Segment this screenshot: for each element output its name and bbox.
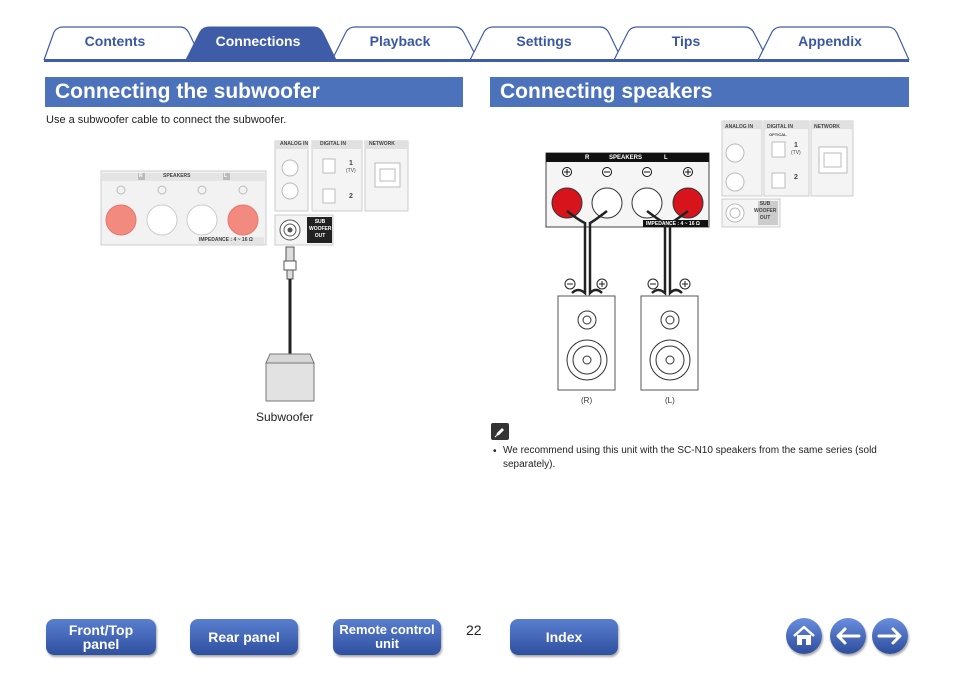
right-out-label: OUT (759, 215, 771, 221)
front-top-panel-line2: panel (82, 636, 120, 652)
home-button[interactable] (786, 618, 822, 654)
left-input-2-label: 2 (349, 193, 353, 200)
tab-shape-settings (469, 26, 623, 61)
tab-appendix[interactable]: Appendix (798, 33, 862, 49)
subwoofer-label: Subwoofer (256, 410, 314, 424)
forward-arrow-icon (877, 627, 902, 645)
index-button[interactable]: Index (510, 619, 618, 655)
forward-button[interactable] (872, 618, 908, 654)
right-sub-label: SUB (759, 201, 771, 207)
left-digital-in-label: DIGITAL IN (320, 141, 346, 147)
terminal-r-minus (146, 204, 178, 236)
tab-settings[interactable]: Settings (516, 33, 572, 49)
front-top-panel-line1: Front/Top (68, 622, 134, 638)
right-digital-in-label: DIGITAL IN (767, 124, 793, 130)
terminal-l-plus (227, 204, 259, 236)
note-text: We recommend using this unit with the SC… (503, 445, 877, 470)
pencil-note-icon (491, 423, 509, 440)
terminal-l-plus-red (672, 187, 704, 219)
tab-shape-connections (185, 26, 337, 61)
tab-underline (44, 59, 909, 62)
speakers-section-title: Connecting speakers (490, 77, 909, 107)
terminal-r-minus-white (591, 187, 623, 219)
right-r-label: R (585, 155, 590, 161)
back-button[interactable] (830, 618, 866, 654)
index-label: Index (545, 629, 583, 645)
speaker-l (640, 295, 699, 391)
right-impedance-label: IMPEDANCE : 4 ~ 16 Ω (646, 221, 700, 227)
page-number: 22 (466, 622, 482, 638)
right-input-1-label: 1 (794, 142, 798, 149)
tab-shape-contents (43, 26, 203, 61)
subwoofer-section-title: Connecting the subwoofer (45, 77, 463, 107)
left-sub-label: SUB (314, 219, 326, 225)
terminal-l-minus-white (631, 187, 663, 219)
right-speakers-label: SPEAKERS (609, 155, 643, 161)
remote-control-line2: unit (375, 636, 399, 651)
speaker-r (557, 295, 616, 391)
speaker-r-label: (R) (581, 396, 593, 405)
tab-contents[interactable]: Contents (84, 33, 146, 49)
remote-control-unit-button[interactable]: Remote control unit (333, 619, 441, 655)
right-analog-in-label: ANALOG IN (725, 124, 754, 130)
terminal-r-plus (105, 204, 137, 236)
left-r-label: R (139, 173, 143, 179)
tab-shape-playback (331, 26, 479, 61)
left-network-label: NETWORK (369, 141, 395, 147)
left-out-label: OUT (314, 233, 326, 239)
right-input-2-label: 2 (794, 174, 798, 181)
subwoofer-box (265, 362, 315, 402)
subwoofer-instruction: Use a subwoofer cable to connect the sub… (46, 114, 287, 126)
right-woofer-label: WOOFER (754, 208, 777, 214)
subwoofer-diagram (100, 140, 409, 402)
terminal-l-minus (186, 204, 218, 236)
left-analog-in-label: ANALOG IN (280, 141, 309, 147)
speaker-l-label: (L) (665, 396, 675, 405)
left-speakers-label: SPEAKERS (163, 173, 191, 179)
left-input-1-label: 1 (349, 160, 353, 167)
speakers-diagram (545, 120, 854, 391)
tab-bar-shapes (43, 26, 910, 61)
tab-playback[interactable]: Playback (369, 33, 431, 49)
remote-control-line1: Remote control (339, 622, 435, 637)
left-impedance-label: IMPEDANCE : 4 ~ 16 Ω (199, 237, 253, 243)
left-l-label: L (224, 173, 228, 179)
right-tv-label: (TV) (791, 150, 801, 156)
tab-tips[interactable]: Tips (671, 33, 701, 49)
rear-panel-label: Rear panel (208, 629, 280, 645)
rear-panel-button[interactable]: Rear panel (190, 619, 298, 655)
left-tv-label: (TV) (346, 168, 356, 174)
right-network-label: NETWORK (814, 124, 840, 130)
note-bullet: • (493, 446, 497, 457)
left-woofer-label: WOOFER (309, 226, 332, 232)
right-optical-label: OPTICAL (769, 132, 787, 137)
tab-shape-tips (613, 26, 769, 61)
terminal-r-plus-red (551, 187, 583, 219)
front-top-panel-button[interactable]: Front/Top panel (46, 619, 156, 655)
tab-connections[interactable]: Connections (215, 33, 301, 49)
tab-shape-appendix (757, 26, 910, 61)
right-l-label: L (664, 155, 668, 161)
home-icon (793, 625, 815, 645)
back-arrow-icon (836, 627, 861, 645)
